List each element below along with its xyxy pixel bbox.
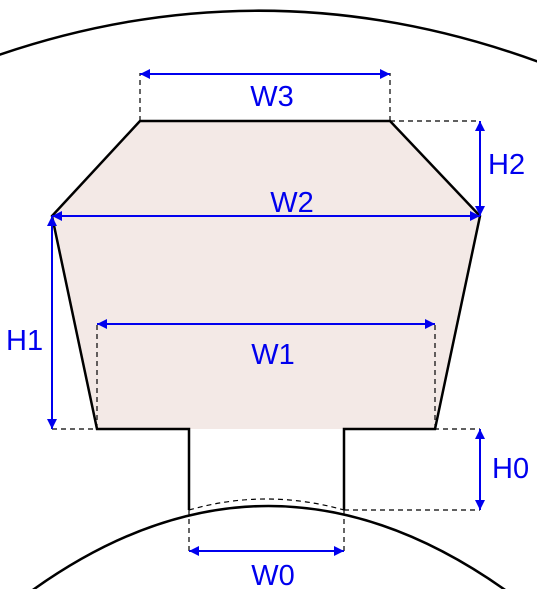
inner-arc <box>32 504 506 589</box>
w0-label: W0 <box>251 560 295 589</box>
w2-label: W2 <box>270 187 314 219</box>
extension-lines <box>52 73 480 552</box>
h2-label: H2 <box>488 149 525 181</box>
w1-label: W1 <box>251 339 295 371</box>
w3-label: W3 <box>250 81 294 113</box>
h0-label: H0 <box>492 453 529 485</box>
opening-arc <box>188 498 345 511</box>
slot-body <box>52 121 480 429</box>
h1-label: H1 <box>6 325 43 357</box>
outer-arc <box>0 9 537 63</box>
